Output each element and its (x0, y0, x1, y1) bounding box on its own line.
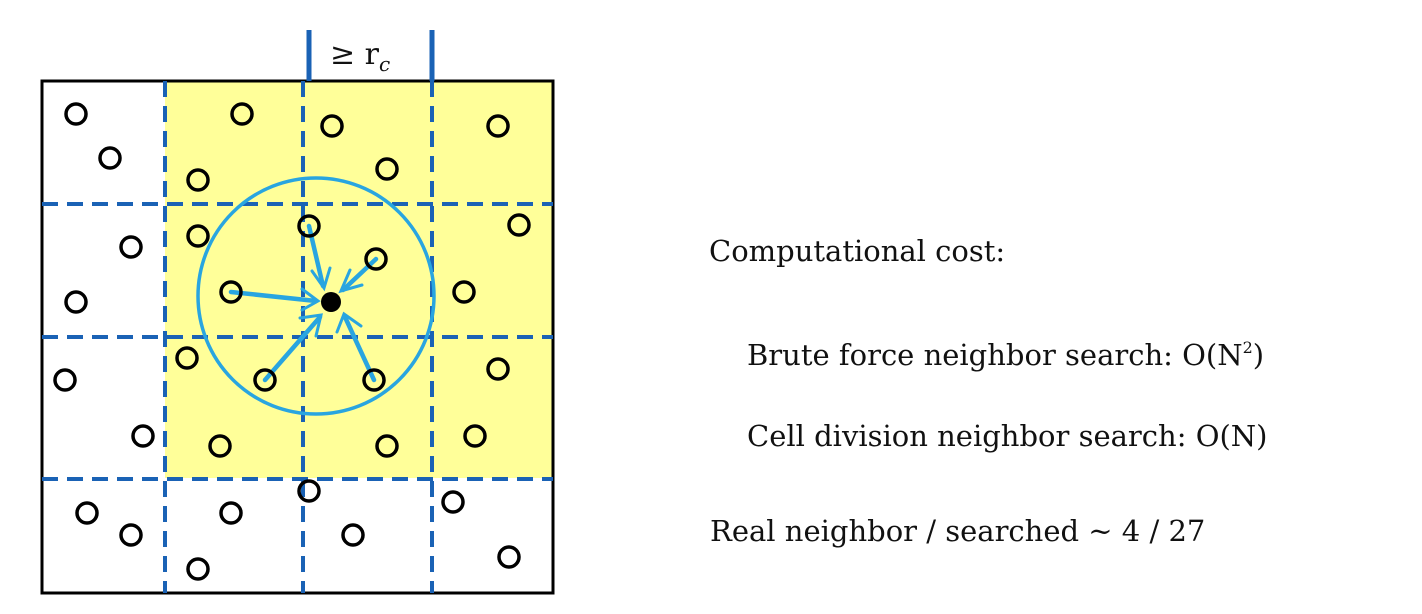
particle (320, 114, 344, 138)
particle (497, 545, 521, 569)
brute-force-label: Brute force neighbor search: O(N (747, 338, 1243, 372)
particle (186, 224, 210, 248)
particle (75, 501, 99, 525)
particle (131, 424, 155, 448)
cell-grid-lines (42, 81, 553, 593)
particle (186, 557, 210, 581)
particle (64, 102, 88, 126)
particle (219, 280, 243, 304)
brute-force-close: ) (1252, 338, 1265, 372)
particle (375, 434, 399, 458)
cutoff-width-marker (306, 30, 435, 81)
particle (219, 501, 243, 525)
brute-force-exponent: 2 (1242, 338, 1253, 357)
particle (186, 168, 210, 192)
particle (507, 213, 531, 237)
particle (486, 357, 510, 381)
particle (253, 368, 277, 392)
particle (364, 247, 388, 271)
center-particle (321, 292, 341, 312)
particle (53, 368, 77, 392)
particle (375, 157, 399, 181)
particle (452, 280, 476, 304)
particle (341, 523, 365, 547)
particles (53, 102, 531, 581)
ratio-line: Real neighbor / searched ~ 4 / 27 (710, 514, 1206, 548)
neighbor-cells-highlight (165, 81, 553, 478)
particle (297, 479, 321, 503)
cell-division-line: Cell division neighbor search: O(N) (747, 419, 1268, 453)
cutoff-circle (196, 176, 436, 416)
particle (98, 146, 122, 170)
cost-heading: Computational cost: (709, 234, 1006, 268)
particle (64, 290, 88, 314)
particle (119, 523, 143, 547)
particle (208, 434, 232, 458)
cutoff-label: ≥ rc (330, 37, 390, 76)
particle (441, 490, 465, 514)
brute-force-line: Brute force neighbor search: O(N2) (747, 338, 1264, 372)
particle (175, 346, 199, 370)
particle (230, 102, 254, 126)
particle (297, 214, 321, 238)
particle (463, 424, 487, 448)
neighbor-arrows (228, 223, 379, 383)
particle (119, 235, 143, 259)
particle (486, 114, 510, 138)
particle (362, 368, 386, 392)
